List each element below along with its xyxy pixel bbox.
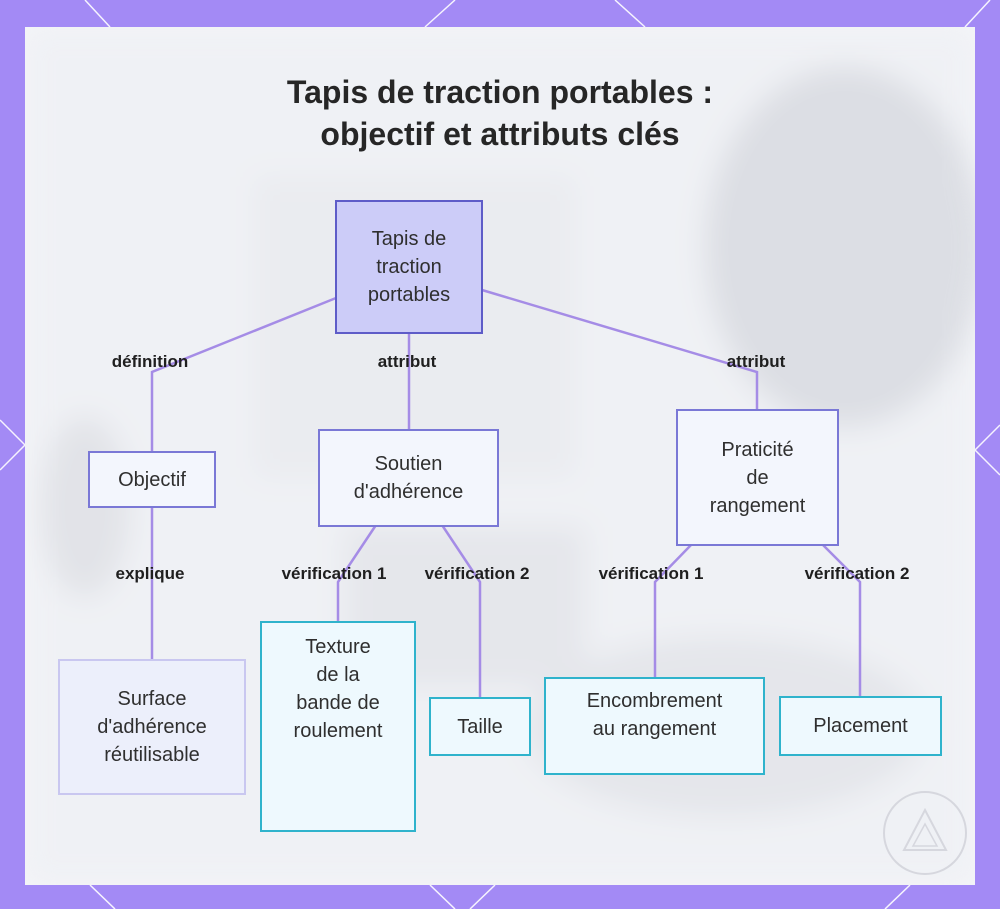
watermark-logo	[883, 791, 967, 875]
node-surface-line-1: Surface	[117, 688, 187, 710]
title-line-1: Tapis de traction portables :	[286, 74, 714, 110]
edge-label-verification-2-right: vérification 2	[804, 564, 910, 583]
edge-label-attribut-left: attribut	[377, 352, 437, 371]
node-texture-line-3: bande de	[296, 692, 380, 714]
edge-root-praticite	[481, 288, 759, 410]
node-taille-label: Taille	[457, 715, 503, 738]
node-encombrement-line-1: Encombrement	[586, 690, 723, 712]
node-texture-line-1: Texture	[305, 636, 371, 658]
edge-label-definition: définition	[111, 352, 189, 371]
edge-label-verification-2-left: vérification 2	[424, 564, 530, 583]
edge-soutien-taille	[440, 524, 482, 698]
node-encombrement: Encombrement au rangement	[544, 677, 765, 775]
title-line-2: objectif et attributs clés	[320, 116, 680, 152]
edge-label-explique: explique	[115, 564, 185, 583]
node-soutien-adherence: Soutien d'adhérence	[318, 429, 499, 527]
node-praticite-rangement: Praticité de rangement	[676, 409, 839, 546]
edge-label-attribut-right: attribut	[726, 352, 786, 371]
node-taille: Taille	[429, 697, 531, 756]
edge-praticite-encombrement	[653, 544, 692, 678]
node-texture-bande: Texture de la bande de roulement	[260, 621, 416, 832]
node-soutien-line-1: Soutien	[374, 453, 443, 475]
edge-root-objectif	[150, 296, 337, 452]
edge-label-verification-1-left: vérification 1	[281, 564, 387, 583]
edge-label-verification-1-right: vérification 1	[598, 564, 704, 583]
node-placement: Placement	[779, 696, 942, 756]
node-texture-line-2: de la	[316, 664, 360, 686]
node-objectif-label: Objectif	[118, 468, 186, 491]
node-surface-line-3: réutilisable	[104, 744, 200, 766]
node-texture-line-4: roulement	[293, 720, 383, 742]
node-praticite-line-2: de	[746, 466, 769, 489]
edge-soutien-texture	[336, 524, 378, 622]
node-tapis-de-traction: Tapis de traction portables	[335, 200, 483, 334]
edge-praticite-placement	[822, 544, 862, 697]
node-root-line-2: traction	[376, 256, 442, 278]
node-surface-adherence: Surface d'adhérence réutilisable	[58, 659, 246, 795]
node-praticite-line-1: Praticité	[721, 438, 794, 461]
node-root-line-3: portables	[367, 284, 451, 306]
node-encombrement-line-2: au rangement	[592, 718, 717, 740]
node-soutien-line-2: d'adhérence	[353, 481, 464, 503]
diagram-title: Tapis de traction portables : objectif e…	[25, 71, 975, 155]
node-praticite-line-3: rangement	[709, 494, 806, 517]
node-objectif: Objectif	[88, 451, 216, 508]
node-placement-label: Placement	[813, 715, 908, 737]
node-root-line-1: Tapis de	[371, 228, 447, 250]
node-surface-line-2: d'adhérence	[97, 716, 207, 738]
